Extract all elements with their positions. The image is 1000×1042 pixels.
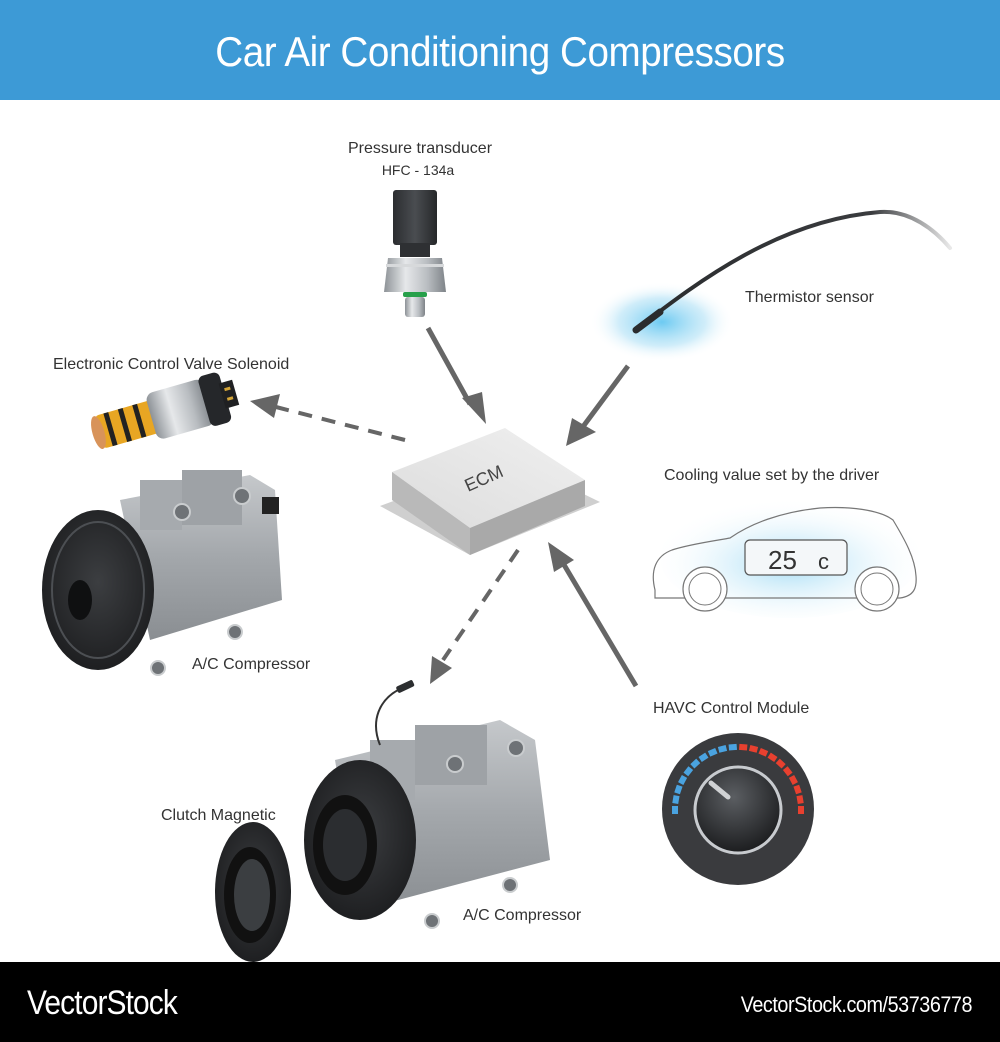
solenoid-image [91, 372, 240, 450]
dial-tick [782, 766, 793, 777]
dial-tick [683, 766, 694, 777]
diagram-canvas: Pressure transducer HFC - 134a Thermisto… [42, 140, 952, 962]
compressor-bottom-label: A/C Compressor [463, 907, 582, 924]
thermistor-label: Thermistor sensor [745, 289, 875, 306]
knob-indicator [708, 780, 731, 800]
dial-tick [758, 747, 769, 757]
dial-tick [678, 775, 688, 785]
page-title: Car Air Conditioning Compressors [215, 28, 785, 75]
dial-tick [698, 752, 709, 763]
ecm-module [380, 428, 600, 555]
brand-url: VectorStock.com/53736778 [740, 992, 973, 1017]
dial-tick [717, 745, 728, 753]
clutch-magnetic-image [215, 822, 291, 962]
solenoid-label: Electronic Control Valve Solenoid [53, 356, 289, 373]
cooling-label: Cooling value set by the driver [664, 467, 880, 484]
car-rear-wheel [854, 566, 900, 612]
clutch-label: Clutch Magnetic [161, 807, 276, 824]
car-front-wheel [682, 566, 728, 612]
compressor-top-label: A/C Compressor [192, 656, 311, 673]
dial-tick [728, 743, 738, 751]
diagram-area: Pressure transducer HFC - 134a Thermisto… [0, 100, 1000, 962]
dial-tick [672, 795, 680, 805]
arrow-ecm-to-compressor [430, 548, 520, 684]
car-front-wheel-rim [688, 572, 722, 606]
arrow-pressure-to-ecm [425, 326, 486, 424]
temperature-display [744, 539, 848, 576]
dial-tick [707, 747, 718, 757]
title-banner: Car Air Conditioning Compressors [0, 0, 1000, 100]
thermistor-probe [632, 308, 664, 334]
arrow-hvac-to-ecm [548, 542, 639, 688]
pressure-transducer-image [384, 190, 446, 317]
hvac-control-knob[interactable] [662, 733, 814, 885]
thermistor-cable [636, 209, 952, 330]
temperature-unit: c [818, 549, 829, 574]
arrow-thermistor-to-ecm [566, 364, 631, 446]
pressure-transducer-sublabel: HFC - 134a [382, 162, 455, 178]
temperature-scale-ticks [672, 743, 804, 814]
dial-tick [672, 806, 678, 814]
footer-bar: VectorStock VectorStock.com/53736778 [0, 962, 1000, 1042]
brand-logo: VectorStock [27, 984, 178, 1022]
compressor-top-image [42, 470, 282, 676]
dial-tick [748, 745, 759, 753]
hvac-label: HAVC Control Module [653, 700, 809, 717]
thermistor-glow [590, 282, 734, 362]
dial-tick [798, 806, 804, 814]
dial-tick [788, 775, 798, 785]
car-rear-wheel-rim [860, 572, 894, 606]
temperature-value: 25 [768, 545, 797, 575]
dial-tick [767, 752, 778, 763]
arrow-ecm-to-solenoid [250, 394, 406, 442]
dial-tick [738, 743, 748, 751]
pressure-transducer-label: Pressure transducer [348, 140, 493, 157]
dial-tick [796, 795, 804, 805]
dial-tick [775, 758, 786, 769]
car-outline [652, 506, 917, 599]
dial-tick [690, 758, 701, 769]
compressor-bottom-image [304, 680, 550, 929]
dial-tick [674, 784, 683, 795]
dial-tick [793, 784, 802, 795]
